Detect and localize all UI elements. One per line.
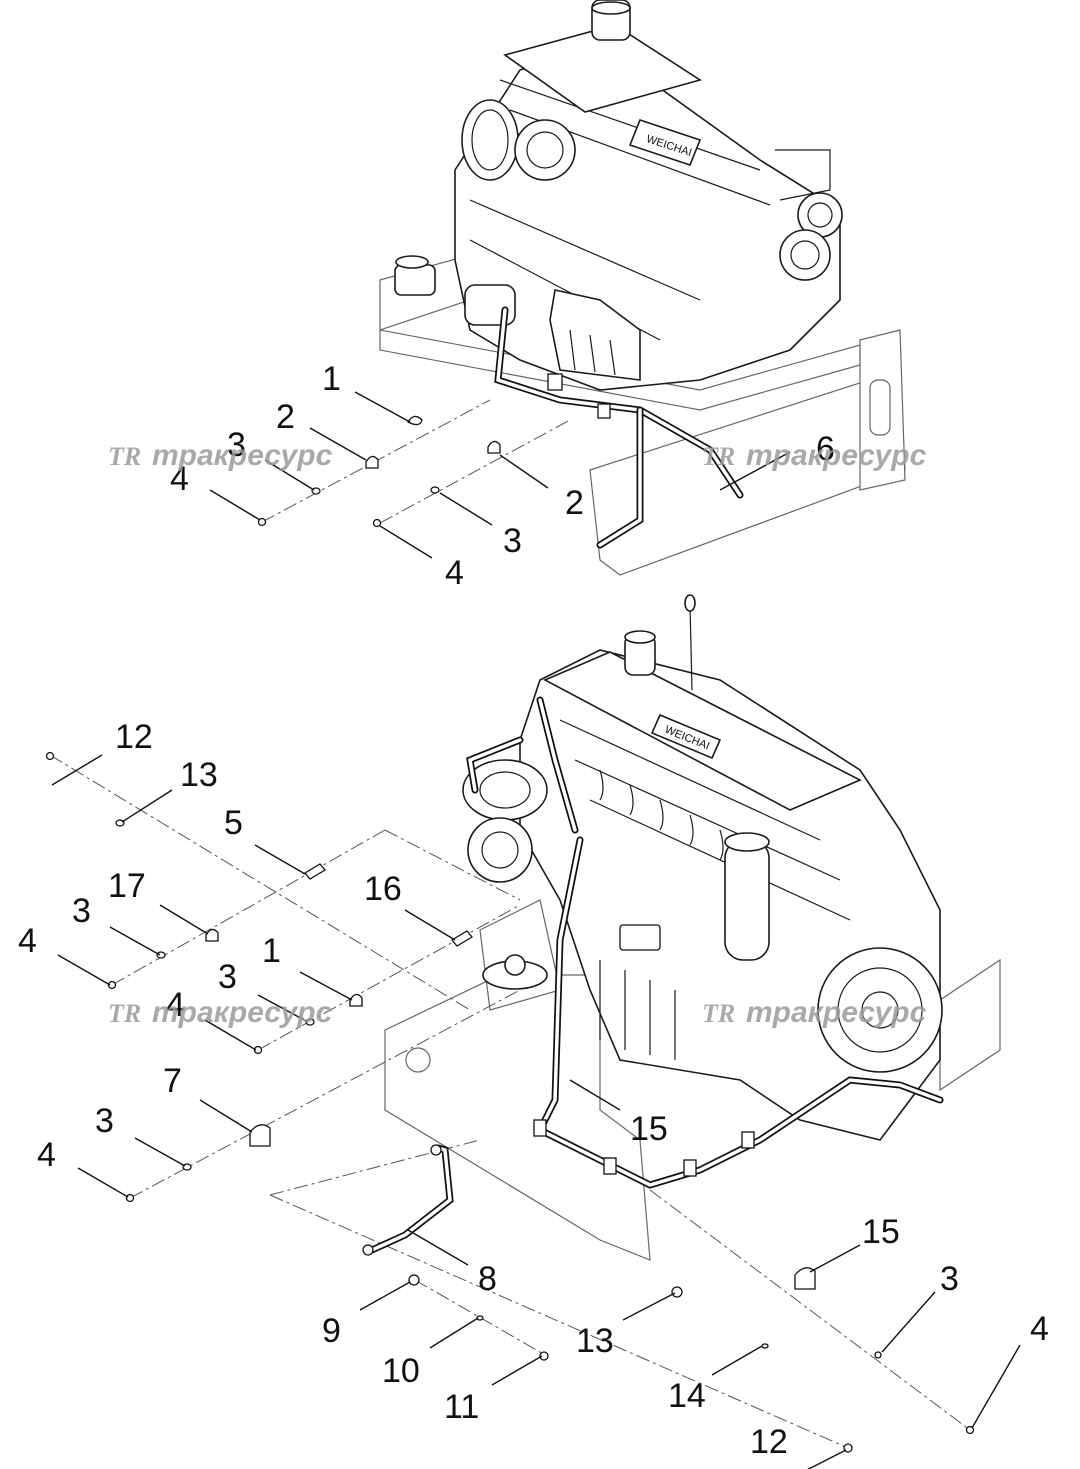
callout-5: 5 (224, 804, 243, 842)
watermark-upper-right: TR тракресурс (702, 439, 927, 472)
callout-3b: 3 (503, 522, 522, 560)
upper-callouts: 1 2 3 4 2 3 4 6 (170, 360, 835, 592)
callout-6: 6 (816, 430, 835, 468)
svg-text:тракресурс: тракресурс (152, 439, 333, 472)
bolt-4b (372, 518, 382, 528)
strap-eye-lower (362, 1244, 374, 1256)
upper-engine: WEICHAI (394, 0, 843, 391)
watermark-lower-right: TR тракресурс (702, 996, 927, 1029)
callout-12-bottom: 12 (750, 1423, 788, 1461)
svg-text:тракресурс: тракресурс (746, 996, 927, 1029)
clamp-2 (365, 455, 379, 469)
callout-4-a: 4 (18, 922, 37, 960)
callout-3-a: 3 (72, 892, 91, 930)
callout-9: 9 (322, 1312, 341, 1350)
washer-3-a (156, 951, 166, 959)
washer-3b (430, 486, 440, 494)
lower-engine-plate: WEICHAI (650, 713, 722, 760)
lower-wire-harness (466, 696, 944, 1189)
callout-4-d: 4 (1030, 1310, 1049, 1348)
watermark-lower-left: TR тракресурс (108, 996, 333, 1029)
clamp-7 (249, 1124, 271, 1147)
callout-10: 10 (382, 1352, 420, 1390)
callout-3-b: 3 (218, 958, 237, 996)
callout-11: 11 (444, 1388, 479, 1426)
callout-4-b: 4 (166, 986, 185, 1024)
lower-engine: WEICHAI (462, 594, 943, 1141)
bolt-12-top (45, 751, 55, 761)
callout-2: 2 (276, 398, 295, 436)
lower-view: WEICHAI (18, 594, 1049, 1469)
bolt-11 (539, 1351, 549, 1361)
svg-text:TR: TR (702, 442, 735, 471)
sleeve-16 (451, 930, 473, 947)
watermark-upper-left: TR тракресурс (108, 439, 333, 472)
clamp-15-bottom (794, 1267, 816, 1290)
bolt-4-b (253, 1045, 263, 1055)
bolt-4 (257, 517, 267, 527)
svg-text:тракресурс: тракресурс (152, 996, 333, 1029)
clamp-1 (407, 415, 423, 426)
clamp-1-lower (349, 993, 363, 1007)
callout-7: 7 (163, 1062, 182, 1100)
clamp-2b (487, 440, 501, 454)
sleeve-5 (304, 863, 326, 880)
washer-13-bottom (671, 1286, 683, 1298)
callout-2b: 2 (565, 484, 584, 522)
callout-14: 14 (668, 1377, 706, 1415)
callout-1: 1 (322, 360, 341, 398)
bolt-4-a (107, 980, 117, 990)
ground-strap-8 (368, 1144, 454, 1254)
svg-text:TR: TR (108, 999, 141, 1028)
callout-12-top: 12 (115, 718, 153, 756)
upper-view: WEICHAI (108, 0, 927, 592)
callout-4: 4 (170, 460, 189, 498)
svg-text:TR: TR (108, 442, 141, 471)
callout-16: 16 (364, 870, 402, 908)
washer-3-d (874, 1351, 882, 1359)
callout-13-top: 13 (180, 756, 218, 794)
clip-17 (205, 928, 219, 942)
lower-leader-lines (51, 754, 1021, 1469)
bolt-4-d (965, 1425, 975, 1435)
callout-1-lower: 1 (262, 932, 281, 970)
upper-frame-rail (379, 254, 906, 576)
upper-wire-harness (494, 306, 744, 549)
lower-callouts: 12 13 5 17 3 4 16 1 3 4 7 3 4 15 8 9 10 … (18, 718, 1049, 1461)
callout-15-bottom: 15 (862, 1213, 900, 1251)
upper-leader-lines (209, 391, 791, 559)
callout-4-c: 4 (37, 1136, 56, 1174)
strap-eye-upper (430, 1144, 442, 1156)
lower-frame (384, 899, 1001, 1261)
callout-13-bottom: 13 (576, 1322, 614, 1360)
callout-17: 17 (108, 867, 146, 905)
callout-15-mid: 15 (630, 1110, 668, 1148)
washer-3-b (305, 1018, 315, 1026)
callout-3-d: 3 (940, 1260, 959, 1298)
washer-14 (761, 1343, 769, 1349)
lower-hardware (45, 751, 975, 1453)
svg-text:TR: TR (702, 999, 735, 1028)
washer-9 (408, 1274, 420, 1286)
bolt-4-c (125, 1193, 135, 1203)
callout-3: 3 (227, 426, 246, 464)
callout-8: 8 (478, 1260, 497, 1298)
svg-text:тракресурс: тракресурс (746, 439, 927, 472)
callout-4b: 4 (445, 554, 464, 592)
callout-3-c: 3 (95, 1102, 114, 1140)
